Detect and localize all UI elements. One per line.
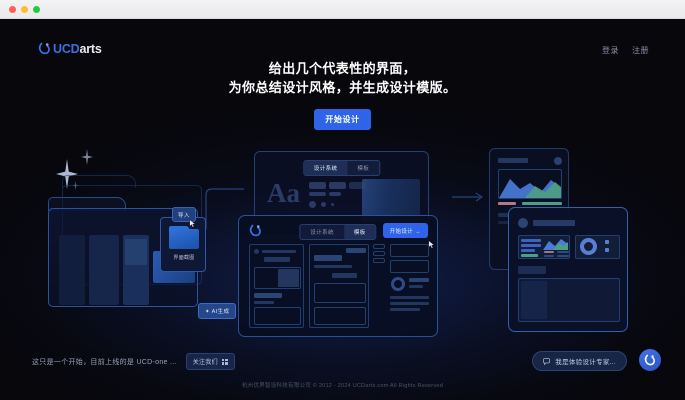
wireframe-column [373, 244, 429, 328]
brand-logo-text-primary: UCD [53, 42, 80, 56]
shape-swatch [331, 203, 334, 206]
editor-tab-group: 设计系统 模板 [299, 224, 377, 240]
ucdarts-droplet-logo-icon [249, 224, 262, 238]
screenshot-file-card[interactable]: 界面截图 [160, 217, 206, 272]
preview-tab-group: 设计系统 模板 [302, 160, 381, 176]
bottom-note: 这只是一个开始，目前上线的是 UCD-one ... 关注我们 [32, 353, 235, 370]
hero-section: 给出几个代表性的界面， 为你总结设计风格，并生成设计模版。 开始设计 [0, 59, 685, 130]
wireframe-column [249, 244, 304, 328]
follow-us-button[interactable]: 关注我们 [185, 353, 235, 370]
template-editor-panel: 设计系统 模板 开始设计 → [238, 215, 438, 337]
area-chart-icon [543, 239, 568, 250]
shape-swatch [309, 201, 316, 208]
file-card-label: 界面截图 [173, 255, 195, 261]
color-swatch [309, 192, 326, 196]
qr-code-icon [221, 358, 228, 365]
tab-design-system-main[interactable]: 设计系统 [310, 230, 334, 236]
nav-links: 登录 注册 [602, 45, 649, 56]
hero-illustration: 界面截图 导入 ✦ AI生成 设计系统 模板 Aa [0, 137, 685, 337]
start-design-button[interactable]: 开始设计 [314, 109, 371, 130]
assistant-prompt-label: 我是体验设计专家... [555, 359, 616, 366]
color-swatch [329, 192, 341, 196]
ucdarts-droplet-logo-icon [38, 42, 51, 56]
footer-copyright: 杭州优界智设科技有限公司 © 2012 - 2024 UCDarts.com A… [241, 383, 444, 389]
minimize-window-button[interactable] [21, 6, 28, 13]
close-window-button[interactable] [9, 6, 16, 13]
typeface-sample: Aa [267, 178, 300, 208]
color-swatch [329, 182, 346, 189]
hero-headline-line1: 给出几个代表性的界面， [268, 61, 417, 76]
dashboard-preview-front [508, 207, 628, 332]
maximize-window-button[interactable] [33, 6, 40, 13]
assistant-fab-button[interactable] [639, 349, 661, 371]
browser-chrome [0, 0, 685, 19]
tab-template[interactable]: 模板 [357, 166, 370, 172]
mouse-pointer-icon [189, 219, 196, 228]
color-swatch [309, 182, 326, 189]
area-chart-icon [499, 179, 561, 198]
tab-design-system[interactable]: 设计系统 [303, 161, 348, 175]
assistant-prompt-button[interactable]: 我是体验设计专家... [532, 351, 627, 371]
nav-link-login[interactable]: 登录 [602, 46, 619, 55]
brand-logo-text: UCDarts [53, 42, 102, 56]
shape-swatch [321, 202, 326, 207]
chat-bubble-icon [543, 357, 551, 365]
window-controls [9, 6, 40, 13]
wireframe-column [309, 244, 369, 328]
brand-logo-text-secondary: arts [79, 42, 102, 56]
panel-start-design-button[interactable]: 开始设计 → [382, 223, 428, 238]
tab-template-main[interactable]: 模板 [343, 225, 376, 239]
follow-us-label: 关注我们 [192, 360, 218, 366]
top-navigation: UCDarts 登录 注册 [0, 19, 685, 59]
ucdarts-droplet-logo-icon [644, 354, 655, 365]
bottom-note-text: 这只是一个开始，目前上线的是 UCD-one ... [32, 358, 177, 366]
hero-headline-line2: 为你总结设计风格，并生成设计模版。 [228, 80, 457, 95]
nav-link-register[interactable]: 注册 [632, 46, 649, 55]
folder-icon [169, 226, 199, 249]
page-title: 给出几个代表性的界面， 为你总结设计风格，并生成设计模版。 [0, 59, 685, 97]
mouse-pointer-icon [428, 240, 435, 249]
brand-logo[interactable]: UCDarts [38, 42, 102, 56]
page-body: UCDarts 登录 注册 给出几个代表性的界面， 为你总结设计风格，并生成设计… [0, 19, 685, 400]
ai-generate-chip-button[interactable]: ✦ AI生成 [198, 303, 237, 319]
